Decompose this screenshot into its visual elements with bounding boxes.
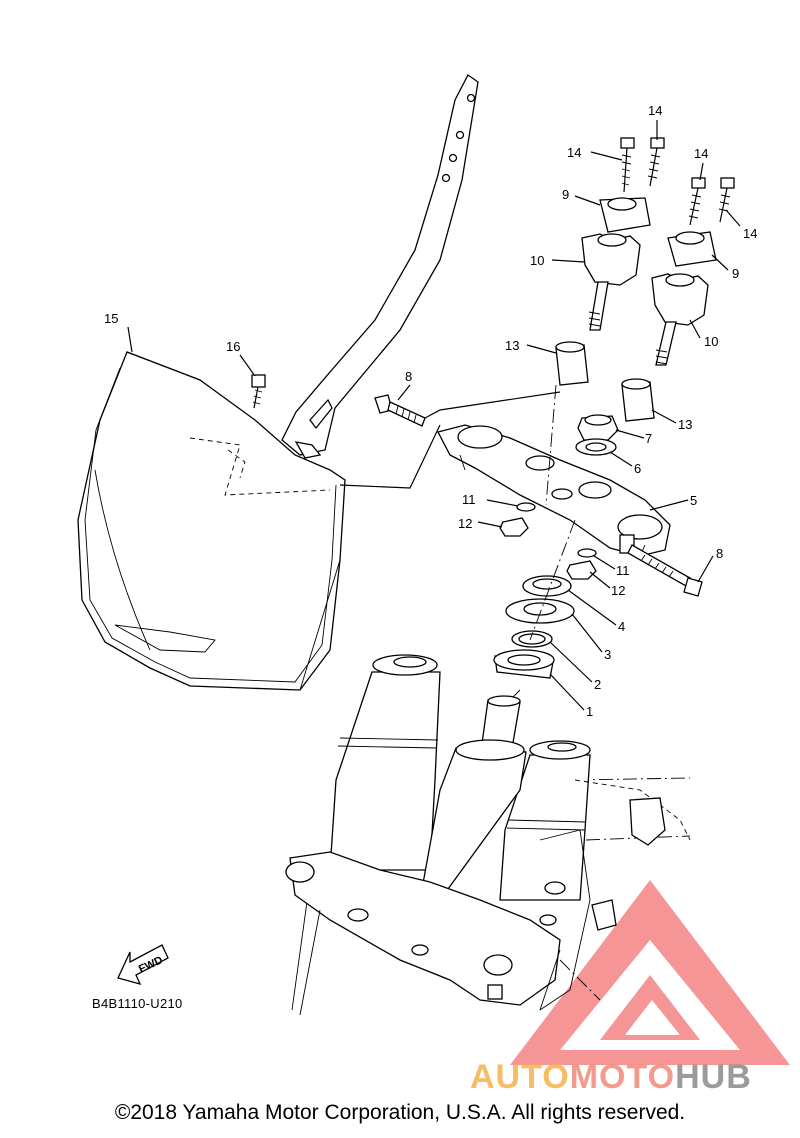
handlebar-holder-right <box>621 177 735 422</box>
callout-5: 5 <box>690 493 697 508</box>
nut-7 <box>577 414 619 441</box>
race-3 <box>505 598 575 624</box>
callout-8: 8 <box>716 546 723 561</box>
watermark-auto: AUTO <box>470 1058 570 1096</box>
automotohub-logo-icon <box>510 880 790 1065</box>
watermark-moto: MOTO <box>570 1058 675 1096</box>
callout-2: 2 <box>594 677 601 692</box>
callout-labels: 14 14 14 14 9 9 10 10 13 13 15 16 8 8 7 … <box>104 103 757 719</box>
bolt-8-right <box>627 544 703 597</box>
callout-6: 6 <box>634 461 641 476</box>
nut-12-right <box>566 560 597 580</box>
plate-bracket <box>281 74 479 459</box>
fwd-arrow-icon: FWD <box>117 944 169 985</box>
upper-bracket <box>437 424 671 557</box>
callout-13: 13 <box>678 417 692 432</box>
callout-12: 12 <box>458 516 472 531</box>
washer-11-left <box>516 502 536 512</box>
bolt-8-left <box>374 394 426 427</box>
number-plate <box>77 351 346 691</box>
callout-10: 10 <box>704 334 718 349</box>
callout-14: 14 <box>567 145 581 160</box>
callout-1: 1 <box>586 704 593 719</box>
washer-11-right <box>577 548 597 558</box>
watermark-hub: HUB <box>675 1058 752 1096</box>
svg-text:AUTOMOTOHUB: AUTOMOTOHUB <box>470 1058 752 1096</box>
bolt-16 <box>251 374 266 409</box>
callout-9: 9 <box>732 266 739 281</box>
callout-7: 7 <box>645 431 652 446</box>
callout-11: 11 <box>462 492 476 507</box>
callout-13: 13 <box>505 338 519 353</box>
leader-lines <box>127 120 741 711</box>
callout-12: 12 <box>611 583 625 598</box>
callout-9: 9 <box>562 187 569 202</box>
callout-16: 16 <box>226 339 240 354</box>
nut-12-left <box>499 517 529 537</box>
washer-6 <box>575 438 617 456</box>
handlebar-holder-left <box>555 137 665 386</box>
diagram-code: B4B1110-U210 <box>92 996 183 1011</box>
frame-head <box>539 779 691 1011</box>
callout-3: 3 <box>604 647 611 662</box>
callout-14: 14 <box>648 103 662 118</box>
fork-tube-right <box>499 740 591 901</box>
callout-8: 8 <box>405 369 412 384</box>
automotohub-watermark: AUTOMOTOHUB <box>470 1058 752 1096</box>
callout-10: 10 <box>530 253 544 268</box>
callout-11: 11 <box>616 563 630 578</box>
lower-bracket <box>285 851 561 1016</box>
seal-4 <box>522 575 572 597</box>
bearing-1 <box>493 649 555 679</box>
callout-14: 14 <box>743 226 757 241</box>
copyright-notice: ©2018 Yamaha Motor Corporation, U.S.A. A… <box>114 1101 686 1124</box>
callout-15: 15 <box>104 311 118 326</box>
washer-2 <box>511 630 553 648</box>
callout-14: 14 <box>694 146 708 161</box>
callout-4: 4 <box>618 619 625 634</box>
